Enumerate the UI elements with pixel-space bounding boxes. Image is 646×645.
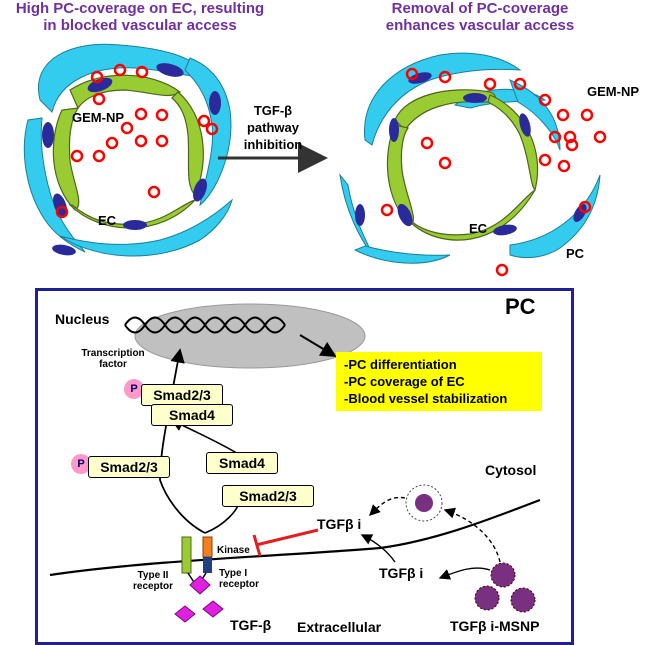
type2-receptor-line2: receptor [132,581,173,592]
right-nanoparticles [380,67,607,277]
panel-title: PC [505,294,536,319]
transcription-factor-line1: Transcription [81,348,145,359]
right-title-line2: enhances vascular access [385,17,575,34]
smad4-upper: Smad4 [151,404,233,426]
msnp-to-cytosol-arrow [438,567,491,580]
smad4-mid: Smad4 [206,452,278,474]
type1-receptor-line2: receptor [219,579,260,590]
left-ec-label: EC [98,213,117,228]
arrow-label-line2: pathway [246,120,299,135]
inhibition-line [255,528,319,547]
type1-receptor [202,536,213,558]
msnp-particles [405,484,536,613]
kinase-label: Kinase [217,545,250,556]
right-title-line1: Removal of PC-coverage [391,0,569,17]
inhibition-bar [252,534,262,557]
pc-signaling-panel [35,288,574,645]
outcome-arrow [299,334,337,358]
extracellular-label: Extracellular [297,619,382,635]
type1-receptor-tm [203,557,212,573]
inhibitor-upper-label: TGFβ i [317,516,362,532]
left-title-line1: High PC-coverage on EC, resulting [15,0,265,17]
dna-helix-icon [124,316,286,334]
right-nuclei [355,72,587,236]
phospho-label: P [77,458,85,470]
type2-receptor-label: Type II receptor [125,570,181,592]
right-title: Removal of PC-coverage enhances vascular… [350,0,610,34]
cytosol-up-arrow [360,534,396,563]
phospho-label: P [130,383,138,395]
arrow-label-line3: inhibition [243,137,303,152]
pathway-arrow-main [159,348,206,534]
outcome-item: -PC differentiation [344,357,457,372]
transcription-factor-line2: factor [99,359,127,370]
phospho-badge: P [124,379,144,399]
type1-receptor-label: Type I receptor [219,568,275,590]
type2-receptor-line1: Type II [137,570,169,581]
arrow-label-line1: TGF-β [253,103,293,118]
type1-receptor-line1: Type I [219,568,248,579]
endosome-arrow [369,496,406,516]
smad23-mid: Smad2/3 [88,456,170,478]
smad23-upper: Smad2/3 [141,384,223,406]
right-ec-label: EC [469,221,488,236]
left-pericyte-layer [23,43,233,257]
right-gemnp-label: GEM-NP [587,84,639,99]
cell-membrane [49,498,541,577]
smad23-low: Smad2/3 [222,485,314,507]
outcome-item: -Blood vessel stabilization [344,391,508,406]
msnp-to-endosome-arrow [443,507,501,563]
left-nanoparticles [55,63,219,219]
arrow-label: TGF-β pathway inhibition [228,102,318,153]
outcome-box: -PC differentiation -PC coverage of EC -… [336,352,542,411]
right-pc-label: PC [566,246,585,261]
tgf-beta-ligands [174,575,224,623]
top-illustration [23,43,607,277]
cytosol-label: Cytosol [485,462,537,478]
nucleus [134,303,366,369]
left-title-line2: in blocked vascular access [43,17,237,34]
nucleus-label: Nucleus [55,311,110,327]
inhibitor-lower-label: TGFβ i [379,565,424,581]
transcription-factor-label: Transcription factor [73,348,153,370]
phospho-badge: P [71,454,91,474]
left-title: High PC-coverage on EC, resulting in blo… [0,0,280,34]
type2-receptor [181,536,192,574]
left-gemnp-label: GEM-NP [72,110,124,125]
ligand-label: TGF-β [230,617,272,633]
outcome-item: -PC coverage of EC [344,374,465,389]
msnp-label: TGFβ i-MSNP [450,618,540,634]
